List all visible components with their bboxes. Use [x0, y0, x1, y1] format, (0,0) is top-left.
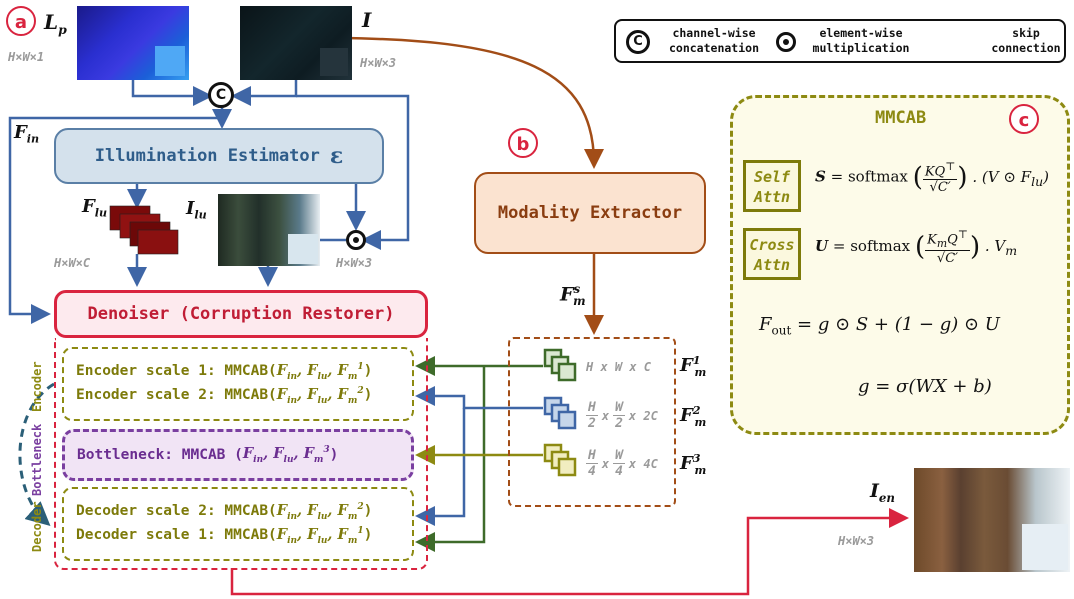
concat-op: C [208, 82, 234, 108]
i-dim: H×W×3 [360, 56, 397, 70]
legend-concat-icon: C [626, 30, 650, 54]
feature-2-label: F2m [680, 404, 707, 429]
gate-equation: g = σ(WX + b) [858, 376, 992, 397]
flu-label: Flu [82, 196, 108, 220]
denoiser-box[interactable]: Denoiser (Corruption Restorer) [54, 290, 428, 338]
lp-image [77, 6, 189, 80]
feature-3-label: F3m [680, 452, 707, 477]
i-image [240, 6, 352, 80]
flu-feature-map-icon [109, 205, 179, 255]
ien-image [914, 468, 1070, 572]
denoiser-outer-frame [54, 338, 428, 570]
bottleneck-side-label: Bottleneck [30, 423, 44, 496]
encoder-scale-2: Encoder scale 2: MMCAB(Fin, Flu, Fm2) [76, 385, 373, 406]
mult-op [346, 230, 366, 250]
encoder-box: Encoder scale 1: MMCAB(Fin, Flu, Fm1) En… [62, 347, 414, 421]
legend-mult-icon [776, 32, 796, 52]
illumination-estimator-title: Illumination Estimator [94, 146, 320, 166]
decoder-side-label: Decoder [30, 501, 44, 552]
decoder-box: Decoder scale 2: MMCAB(Fin, Flu, Fm2) De… [62, 487, 414, 561]
feature-3-icon [543, 443, 577, 477]
modality-features-box [508, 337, 676, 507]
ilu-label: Ilu [186, 198, 207, 222]
decoder-scale-2: Decoder scale 2: MMCAB(Fin, Flu, Fm2) [76, 501, 373, 522]
badge-c: c [1009, 104, 1039, 134]
cross-attn-equation: U = softmax (KmQ⊤√C′) . Vm [815, 228, 1018, 266]
badge-b: b [508, 128, 538, 158]
encoder-scale-1: Encoder scale 1: MMCAB(Fin, Flu, Fm1) [76, 361, 373, 382]
fin-label: Fin [14, 122, 40, 146]
feature-1-dim: H x W x C [586, 360, 652, 374]
output-equation: Fout = g ⊙ S + (1 − g) ⊙ U [759, 314, 1000, 338]
badge-a: a [6, 6, 36, 36]
illumination-estimator-box[interactable]: Illumination Estimator ε [54, 128, 384, 184]
lp-dim: H×W×1 [8, 50, 45, 64]
epsilon-symbol: ε [329, 143, 344, 169]
encoder-side-label: Encoder [30, 361, 44, 412]
bottleneck-box: Bottleneck: MMCAB (Fin, Flu, Fm3) [62, 429, 414, 481]
lp-label: Lp [44, 10, 67, 37]
mmcab-title: MMCAB [875, 108, 927, 128]
feature-1-label: F1m [680, 354, 707, 379]
self-attn-equation: S = softmax (KQ⊤√C′) . (V ⊙ Flu) [815, 160, 1049, 196]
modality-extractor-box[interactable]: Modality Extractor [474, 172, 706, 254]
decoder-scale-1: Decoder scale 1: MMCAB(Fin, Flu, Fm1) [76, 525, 373, 546]
feature-1-icon [543, 348, 577, 382]
flu-dim: H×W×C [54, 256, 91, 270]
ien-label: Ien [870, 480, 895, 505]
i-label: I [362, 8, 372, 32]
ien-dim: H×W×3 [838, 534, 875, 548]
ilu-image [218, 194, 320, 266]
ilu-dim: H×W×3 [336, 256, 373, 270]
fms-label: Fsm [560, 282, 586, 309]
feature-2-icon [543, 396, 577, 430]
